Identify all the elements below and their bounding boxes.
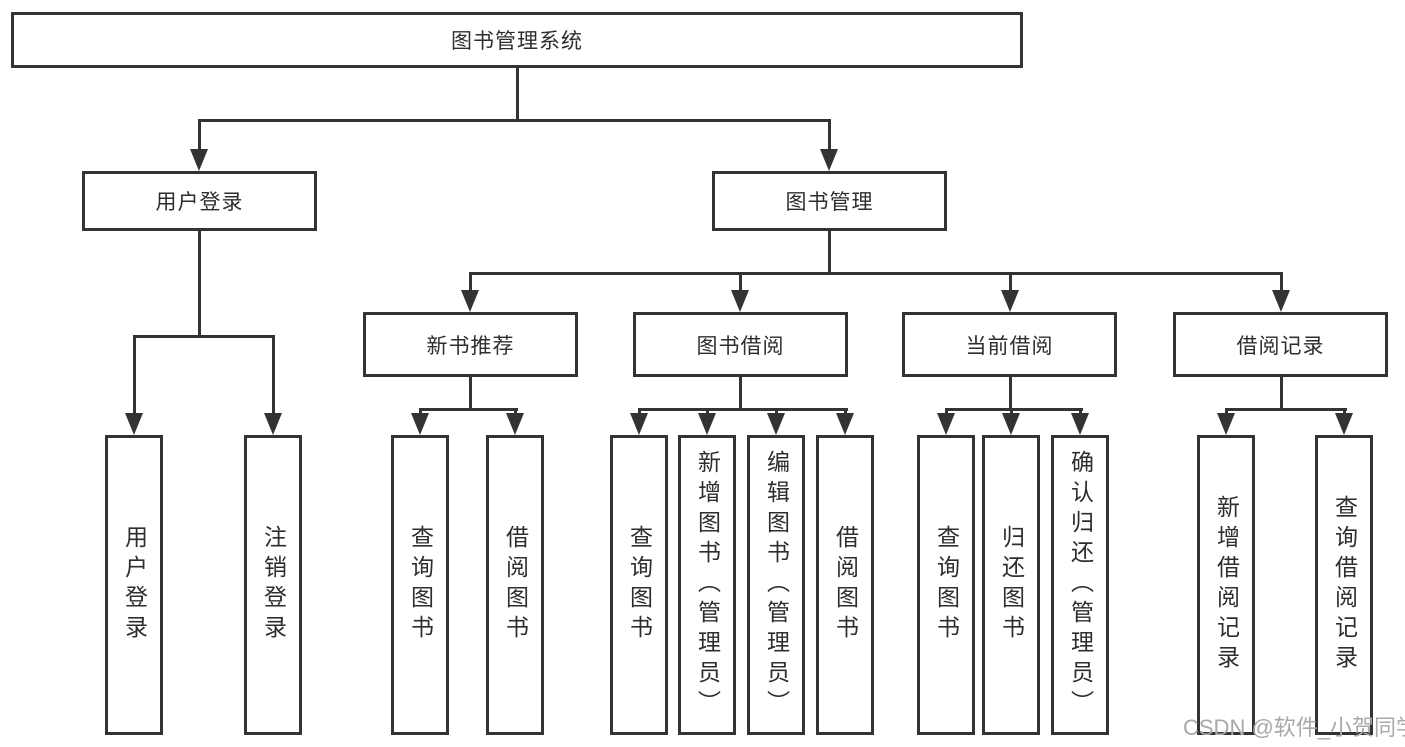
arrowhead-book-borrow [731, 290, 749, 312]
connector-borrow-records-rail [1225, 408, 1347, 411]
leaf-book-borrow-0: 查询图书 [610, 435, 668, 735]
arrowhead-book-mgmt [820, 149, 838, 171]
leaf-current-borrow-2: 确认归还（管理员） [1051, 435, 1109, 735]
connector-to-book-borrow [739, 272, 742, 294]
arrowhead-bb-leaf-2 [698, 413, 716, 435]
arrowhead-bb-leaf-3 [767, 413, 785, 435]
arrowhead-nb-leaf-1 [411, 413, 429, 435]
node-new-books-label: 新书推荐 [426, 334, 515, 358]
connector-to-leaf-logout [272, 335, 275, 415]
node-borrow-records-label: 借阅记录 [1236, 334, 1325, 358]
arrowhead-br-leaf-2 [1335, 413, 1353, 435]
connector-root-stem [516, 68, 519, 122]
connector-root-rail [198, 119, 831, 122]
arrowhead-leaf-login [125, 413, 143, 435]
leaf-label: 用户登录 [121, 525, 148, 645]
leaf-new-books-0: 查询图书 [391, 435, 449, 735]
connector-new-books-stem [469, 377, 472, 411]
leaf-book-borrow-1: 新增图书（管理员） [678, 435, 736, 735]
node-root-label: 图书管理系统 [451, 30, 583, 53]
connector-current-borrow-rail [945, 408, 1083, 411]
arrowhead-br-leaf-1 [1217, 413, 1235, 435]
node-user-login: 用户登录 [82, 171, 317, 231]
connector-user-login-stem [198, 231, 201, 338]
leaf-label: 查询图书 [626, 525, 653, 645]
leaf-current-borrow-1: 归还图书 [982, 435, 1040, 735]
connector-book-borrow-stem [739, 377, 742, 411]
leaf-borrow-records-0: 新增借阅记录 [1197, 435, 1255, 735]
arrowhead-cb-leaf-2 [1002, 413, 1020, 435]
leaf-book-borrow-2: 编辑图书（管理员） [747, 435, 805, 735]
leaf-label: 归还图书 [998, 525, 1025, 645]
leaf-label: 新增借阅记录 [1213, 495, 1240, 675]
leaf-new-books-1: 借阅图书 [486, 435, 544, 735]
leaf-label: 借阅图书 [832, 525, 859, 645]
node-root: 图书管理系统 [11, 12, 1023, 68]
arrowhead-nb-leaf-2 [506, 413, 524, 435]
arrowhead-new-books [461, 290, 479, 312]
connector-to-user-login [198, 119, 201, 155]
node-book-mgmt-label: 图书管理 [785, 191, 874, 214]
arrowhead-bb-leaf-1 [630, 413, 648, 435]
leaf-user-login-1: 注销登录 [244, 435, 302, 735]
node-new-books: 新书推荐 [363, 312, 578, 377]
connector-user-login-rail [133, 335, 275, 338]
leaf-label: 借阅图书 [502, 525, 529, 645]
arrowhead-cb-leaf-3 [1071, 413, 1089, 435]
leaf-book-borrow-3: 借阅图书 [816, 435, 874, 735]
connector-to-current-borrow [1009, 272, 1012, 294]
connector-book-borrow-rail [638, 408, 848, 411]
connector-book-mgmt-stem [828, 231, 831, 275]
node-current-borrow-label: 当前借阅 [965, 334, 1054, 358]
connector-book-mgmt-rail [469, 272, 1282, 275]
csdn-watermark: CSDN @软件_小贺同学 [1183, 715, 1405, 740]
arrowhead-user-login [190, 149, 208, 171]
arrowhead-leaf-logout [264, 413, 282, 435]
leaf-borrow-records-1: 查询借阅记录 [1315, 435, 1373, 735]
arrowhead-cb-leaf-1 [937, 413, 955, 435]
connector-to-leaf-login [133, 335, 136, 415]
connector-new-books-rail [419, 408, 518, 411]
arrowhead-current-borrow [1001, 290, 1019, 312]
connector-to-borrow-records [1280, 272, 1283, 294]
leaf-label: 注销登录 [260, 525, 287, 645]
leaf-label: 编辑图书（管理员） [763, 450, 790, 720]
connector-borrow-records-stem [1280, 377, 1283, 411]
connector-current-borrow-stem [1009, 377, 1012, 411]
connector-to-book-mgmt [828, 119, 831, 155]
node-book-borrow: 图书借阅 [633, 312, 848, 377]
node-book-mgmt: 图书管理 [712, 171, 947, 231]
leaf-label: 确认归还（管理员） [1067, 450, 1094, 720]
node-borrow-records: 借阅记录 [1173, 312, 1388, 377]
arrowhead-borrow-records [1272, 290, 1290, 312]
leaf-label: 查询图书 [407, 525, 434, 645]
arrowhead-bb-leaf-4 [836, 413, 854, 435]
leaf-label: 查询借阅记录 [1331, 495, 1358, 675]
node-book-borrow-label: 图书借阅 [696, 334, 785, 358]
leaf-user-login-0: 用户登录 [105, 435, 163, 735]
leaf-label: 新增图书（管理员） [694, 450, 721, 720]
leaf-current-borrow-0: 查询图书 [917, 435, 975, 735]
node-user-login-label: 用户登录 [155, 191, 244, 214]
node-current-borrow: 当前借阅 [902, 312, 1117, 377]
connector-to-new-books [469, 272, 472, 294]
leaf-label: 查询图书 [933, 525, 960, 645]
